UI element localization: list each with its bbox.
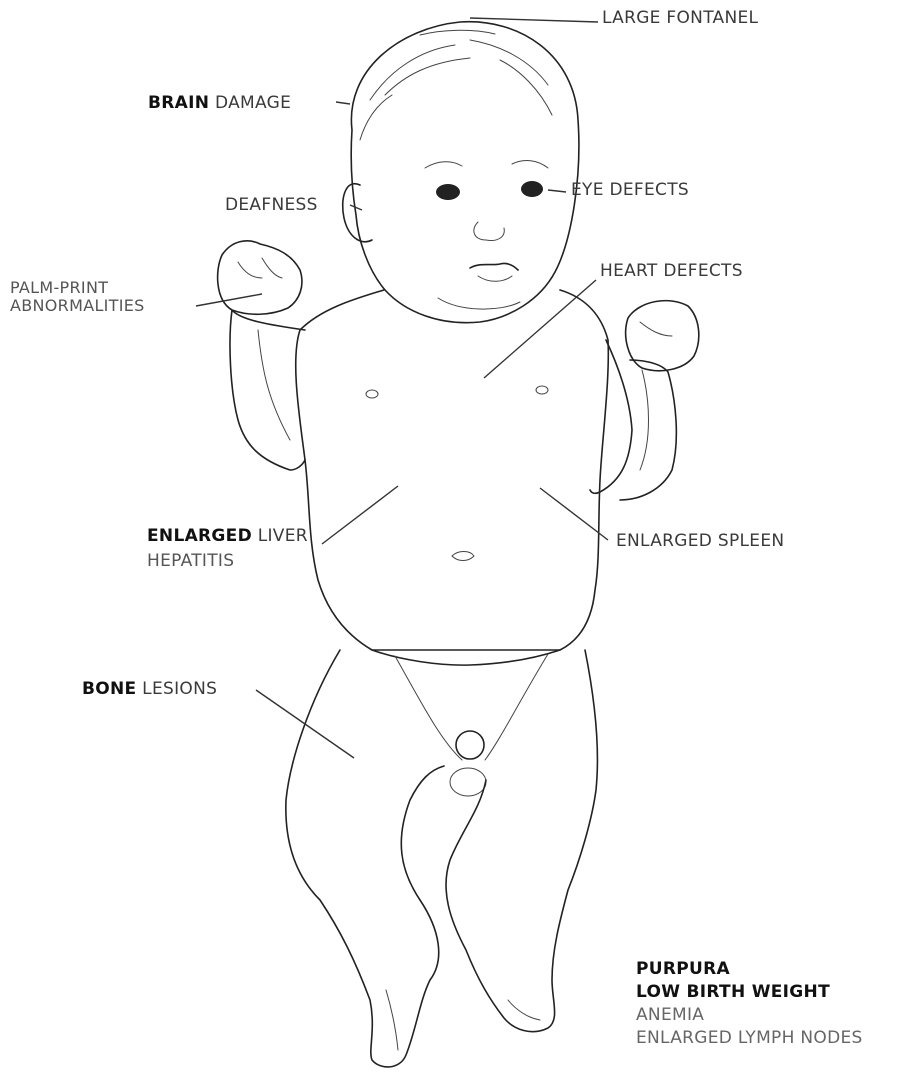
purpura-text: PURPURA [636,958,863,981]
palm-line2-text: ABNORMALITIES [10,297,145,315]
label-eye-defects: EYE DEFECTS [571,182,689,199]
torso-outline [296,290,609,650]
label-bone-lesions: BONE LESIONS [82,681,217,698]
nose [474,222,504,241]
pelvis-outline [372,650,560,665]
navel [452,552,474,561]
anemia-text: ANEMIA [636,1004,863,1027]
label-large-fontanel: LARGE FONTANEL [602,10,758,27]
liver-bold-text: ENLARGED [147,526,252,546]
left-leg [286,650,444,1067]
lymph-nodes-text: ENLARGED LYMPH NODES [636,1027,863,1050]
palm-line1-text: PALM-PRINT [10,279,145,297]
left-arm [230,310,305,470]
low-birth-weight-text: LOW BIRTH WEIGHT [636,981,863,1004]
head-outline [351,22,579,323]
bone-rest-text: LESIONS [142,679,217,699]
left-eyebrow [425,162,462,168]
liver-rest-text: LIVER [258,526,308,546]
right-eye [521,181,543,197]
genitals [456,731,484,759]
label-enlarged-liver: ENLARGED LIVER HEPATITIS [147,527,308,571]
brain-rest-text: DAMAGE [215,93,291,113]
label-palm-print: PALM-PRINT ABNORMALITIES [10,279,145,315]
right-nipple [536,386,548,394]
spleen-text: ENLARGED SPLEEN [616,531,784,551]
bone-bold-text: BONE [82,679,136,699]
label-deafness: DEAFNESS [225,197,318,214]
left-nipple [366,390,378,398]
deafness-text: DEAFNESS [225,195,318,215]
label-brain-damage: BRAIN DAMAGE [148,95,291,112]
hair-strokes [360,30,552,140]
right-arm [590,340,632,493]
right-eyebrow [512,161,548,168]
label-systemic-signs: PURPURA LOW BIRTH WEIGHT ANEMIA ENLARGED… [636,958,863,1050]
label-heart-defects: HEART DEFECTS [600,263,743,280]
large-fontanel-text: LARGE FONTANEL [602,8,758,28]
leader-lines [196,18,608,758]
left-eye [436,184,460,200]
eye-defects-text: EYE DEFECTS [571,180,689,200]
hepatitis-text: HEPATITIS [147,552,308,571]
brain-bold-text: BRAIN [148,93,209,113]
right-leg [446,650,597,1032]
mouth [470,263,518,270]
ear [343,184,372,242]
label-enlarged-spleen: ENLARGED SPLEEN [616,533,784,550]
heart-defects-text: HEART DEFECTS [600,261,743,281]
